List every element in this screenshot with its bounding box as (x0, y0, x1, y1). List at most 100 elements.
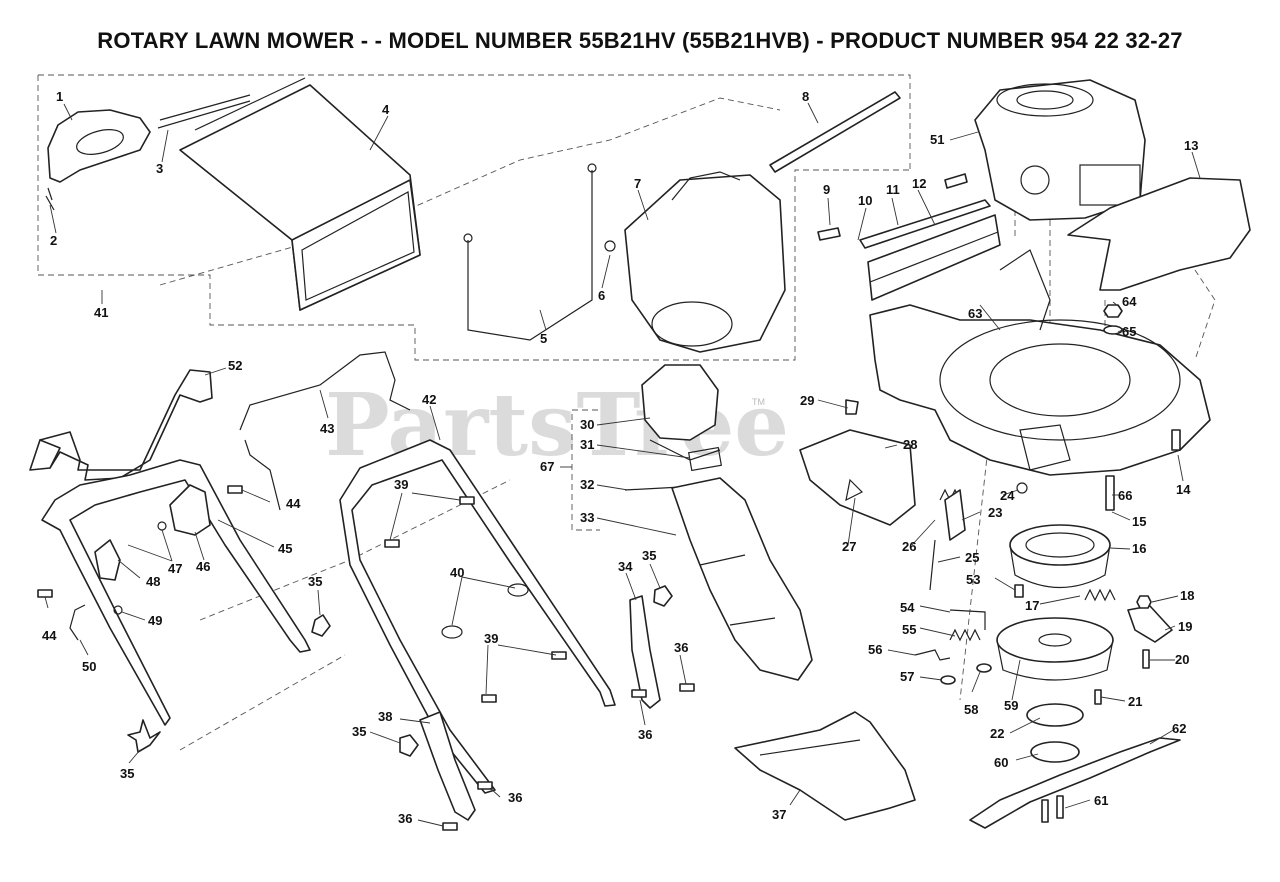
part-22-60-hub (1026, 703, 1084, 763)
callout-37: 37 (772, 807, 786, 822)
callout-36d: 36 (398, 811, 412, 826)
callout-58: 58 (964, 702, 978, 717)
callout-11: 11 (886, 182, 900, 197)
callout-33: 33 (580, 510, 594, 525)
part-52-upper-handle (29, 369, 213, 481)
part-59-blade-adapter (996, 617, 1114, 681)
callout-39: 39 (394, 477, 408, 492)
callout-15: 15 (1132, 514, 1146, 529)
callout-16: 16 (1132, 541, 1146, 556)
callout-43: 43 (320, 421, 334, 436)
callout-28: 28 (903, 437, 917, 452)
callout-46: 46 (196, 559, 210, 574)
callout-50: 50 (82, 659, 96, 674)
callout-64: 64 (1122, 294, 1137, 309)
callout-35b: 35 (120, 766, 134, 781)
part-4-grass-bag (179, 77, 421, 311)
callout-labels: 1 2 3 4 5 6 7 8 9 10 11 12 13 14 15 16 1… (42, 89, 1198, 826)
callout-30: 30 (580, 417, 594, 432)
callout-14: 14 (1176, 482, 1191, 497)
callout-60: 60 (994, 755, 1008, 770)
part-18-21-hardware (1094, 595, 1173, 705)
callout-54: 54 (900, 600, 915, 615)
part-springs (929, 488, 1116, 642)
callout-25: 25 (965, 550, 979, 565)
callout-63: 63 (968, 306, 982, 321)
callout-36c: 36 (508, 790, 522, 805)
callout-27: 27 (842, 539, 856, 554)
leader-lines (44, 102, 1201, 827)
callout-9: 9 (823, 182, 830, 197)
part-40-clips (441, 583, 529, 639)
part-35-knobs (127, 585, 673, 757)
callout-48: 48 (146, 574, 160, 589)
callout-44b: 44 (42, 628, 57, 643)
callout-4: 4 (382, 102, 390, 117)
part-46-48-controls (94, 484, 211, 581)
part-5-wire (463, 163, 597, 341)
callout-18: 18 (1180, 588, 1194, 603)
callout-56: 56 (868, 642, 882, 657)
callout-39b: 39 (484, 631, 498, 646)
callout-47: 47 (168, 561, 182, 576)
callout-42: 42 (422, 392, 436, 407)
part-1-bag-handle (45, 94, 251, 211)
callout-5: 5 (540, 331, 547, 346)
callout-8: 8 (802, 89, 809, 104)
callout-1: 1 (56, 89, 63, 104)
part-33-chute (671, 477, 813, 681)
part-13-rear-flap (1067, 177, 1251, 291)
callout-31: 31 (580, 437, 594, 452)
callout-57: 57 (900, 669, 914, 684)
part-64-65-66-hardware (1016, 304, 1181, 511)
part-42-handle-right (339, 439, 616, 794)
callout-22: 22 (990, 726, 1004, 741)
callout-35: 35 (308, 574, 322, 589)
callout-32: 32 (580, 477, 594, 492)
callout-55: 55 (902, 622, 916, 637)
callout-41: 41 (94, 305, 108, 320)
callout-29: 29 (800, 393, 814, 408)
callout-59: 59 (1004, 698, 1018, 713)
callout-12: 12 (912, 176, 926, 191)
part-63-deck (869, 249, 1211, 476)
callout-34: 34 (618, 559, 633, 574)
diagram-title: ROTARY LAWN MOWER - - MODEL NUMBER 55B21… (97, 28, 1183, 53)
callout-21: 21 (1128, 694, 1142, 709)
part-54-58-hardware (914, 584, 1024, 685)
callout-26: 26 (902, 539, 916, 554)
callout-49: 49 (148, 613, 162, 628)
part-28-deflector (799, 399, 916, 526)
callout-6: 6 (598, 288, 605, 303)
callout-10: 10 (858, 193, 872, 208)
callout-35c: 35 (352, 724, 366, 739)
callout-45: 45 (278, 541, 292, 556)
part-62-blade (969, 737, 1181, 829)
callout-53: 53 (966, 572, 980, 587)
part-38-34-levers (419, 595, 661, 821)
part-bolts (37, 485, 695, 831)
callout-24: 24 (1000, 488, 1015, 503)
callout-65: 65 (1122, 324, 1136, 339)
watermark-tm: TM (752, 397, 765, 407)
callout-13: 13 (1184, 138, 1198, 153)
callout-38: 38 (378, 709, 392, 724)
part-16-baffle (1009, 524, 1111, 589)
callout-23: 23 (988, 505, 1002, 520)
callout-61: 61 (1094, 793, 1108, 808)
callout-3: 3 (156, 161, 163, 176)
callout-36: 36 (674, 640, 688, 655)
callout-36b: 36 (638, 727, 652, 742)
callout-19: 19 (1178, 619, 1192, 634)
part-8-rod (769, 91, 901, 173)
part-11-12-hinge (817, 173, 1001, 301)
callout-51: 51 (930, 132, 944, 147)
callout-44: 44 (286, 496, 301, 511)
part-51-engine (974, 79, 1146, 221)
callout-66: 66 (1118, 488, 1132, 503)
callout-35d: 35 (642, 548, 656, 563)
callout-17: 17 (1025, 598, 1039, 613)
callout-62: 62 (1172, 721, 1186, 736)
part-7-frame (604, 171, 786, 353)
